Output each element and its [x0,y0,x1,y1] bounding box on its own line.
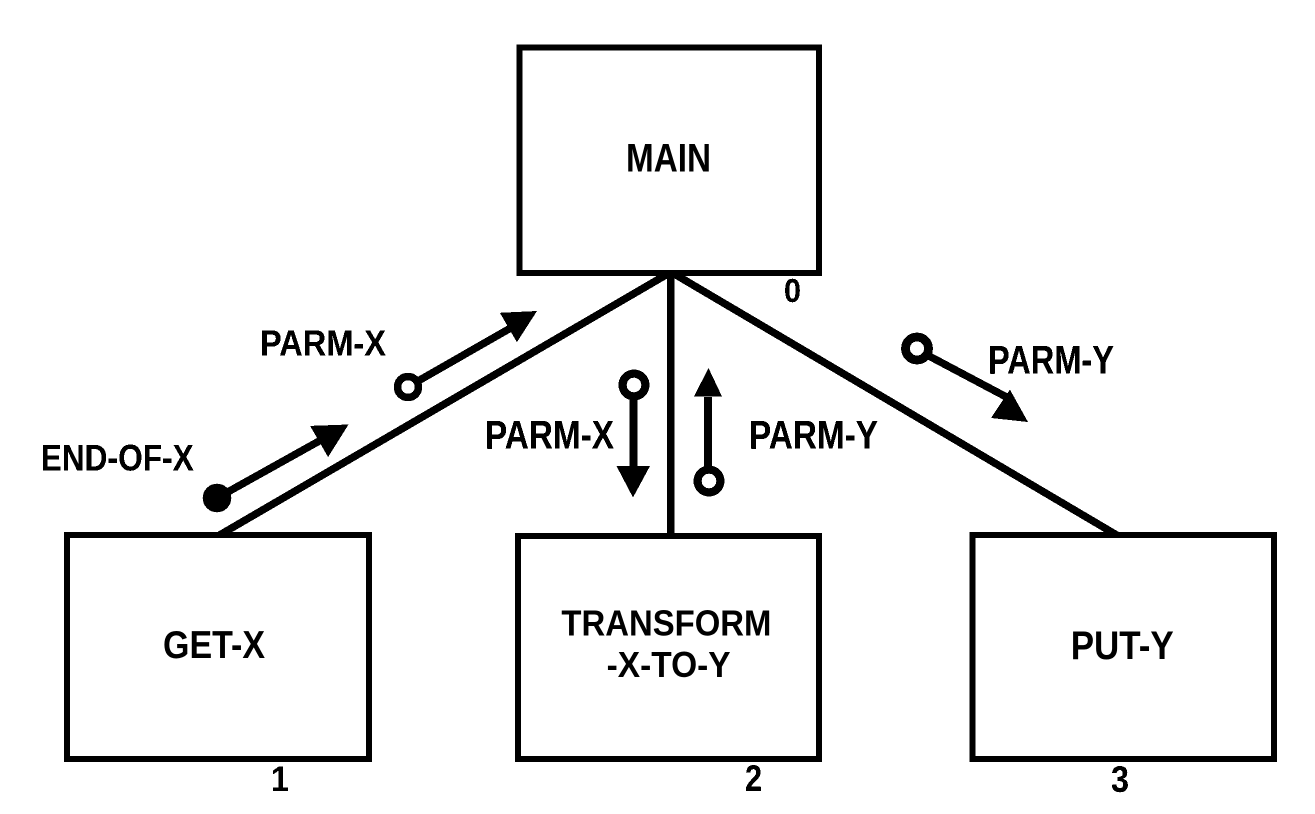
svg-text:-X-TO-Y: -X-TO-Y [607,644,731,685]
svg-text:END-OF-X: END-OF-X [41,438,194,479]
svg-text:PARM-Y: PARM-Y [749,414,878,458]
svg-text:GET-X: GET-X [163,624,265,667]
svg-text:0: 0 [784,272,801,309]
svg-text:MAIN: MAIN [626,137,711,181]
svg-text:2: 2 [745,758,762,799]
svg-text:TRANSFORM: TRANSFORM [561,603,771,644]
svg-text:PUT-Y: PUT-Y [1071,624,1174,668]
svg-text:PARM-X: PARM-X [260,323,386,364]
svg-text:1: 1 [271,760,289,799]
svg-text:PARM-Y: PARM-Y [988,339,1114,383]
svg-text:3: 3 [1111,759,1129,800]
svg-text:PARM-X: PARM-X [485,414,614,458]
